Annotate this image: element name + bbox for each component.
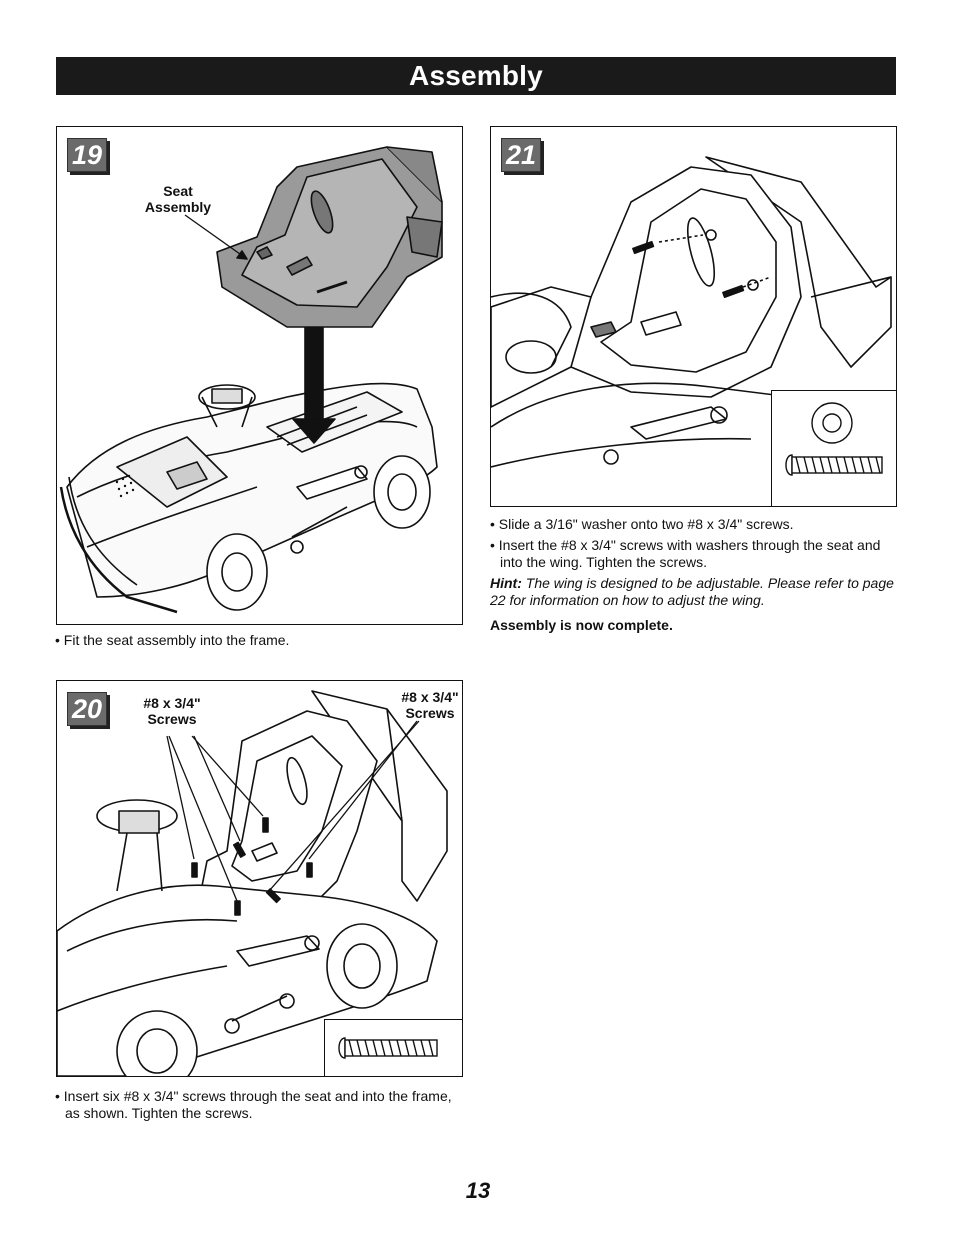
wing-attach-drawing [491,156,892,468]
hint-label: Hint: [490,575,522,591]
instruction-bullet-1: • Slide a 3/16" washer onto two #8 x 3/4… [490,516,794,532]
washer-screw-icon [785,402,883,476]
instruction-text: • Fit the seat assembly into the frame. [55,632,290,648]
seat-vehicle-drawing [59,146,443,614]
step-number-badge: 20 [67,692,107,726]
screw-icon [338,1037,438,1059]
seat-assembly-callout: Seat Assembly [144,183,212,215]
screw-detail-inset [324,1019,462,1076]
instruction-text: • Insert six #8 x 3/4" screws through th… [55,1088,452,1121]
hint-paragraph: Hint: The wing is designed to be adjusta… [490,575,895,609]
page-number: 13 [465,1178,491,1203]
step-number-badge: 21 [501,138,541,172]
screw-install-drawing [57,690,448,1076]
step-21-illustration: 21 [490,126,897,507]
instruction-bullet-2: • Insert the #8 x 3/4" screws with washe… [490,537,881,570]
step-number-badge: 19 [67,138,107,172]
step-19-instruction: • Fit the seat assembly into the frame. [55,632,460,653]
step-21-instructions: • Slide a 3/16" washer onto two #8 x 3/4… [490,516,895,638]
step-20-illustration: 20 #8 x 3/4" Screws #8 x 3/4" Screws [56,680,463,1077]
completion-note: Assembly is now complete. [490,617,673,633]
washer-screw-detail-inset [771,390,896,506]
step-19-illustration: 19 Seat Assembly [56,126,463,625]
step-20-instruction: • Insert six #8 x 3/4" screws through th… [55,1088,460,1126]
hint-text: The wing is designed to be adjustable. P… [490,575,894,608]
page-title: Assembly [56,57,896,95]
screws-callout-left: #8 x 3/4" Screws [143,695,201,727]
screws-callout-right: #8 x 3/4" Screws [401,689,459,721]
